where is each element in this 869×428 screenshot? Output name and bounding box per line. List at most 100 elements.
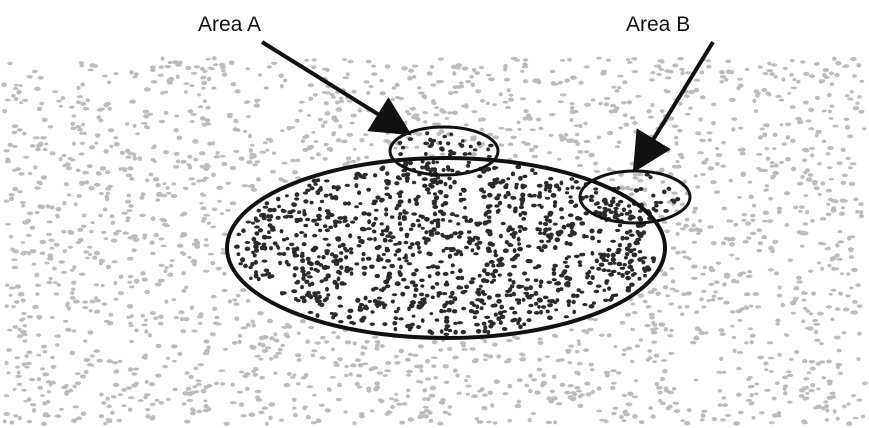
background-dot [531,412,536,415]
background-dot [676,222,682,225]
background-dot [423,111,429,114]
background-dot [216,151,220,154]
background-dot [564,391,571,395]
particle-dot [496,258,502,262]
background-dot [141,324,148,327]
background-dot [385,361,391,365]
particle-dot [395,281,401,286]
background-dot [205,106,211,110]
background-dot [445,117,449,120]
background-dot [672,165,678,169]
background-dot [268,402,275,406]
particle-dot [654,201,659,205]
background-dot [232,341,238,345]
background-dot [246,160,252,164]
background-dot [807,326,814,330]
particle-dot [303,224,308,228]
background-dot [265,422,269,426]
background-dot [334,363,340,367]
particle-dot [272,208,277,212]
background-dot [125,149,130,153]
background-dot [191,329,197,332]
background-dot [12,266,19,270]
background-dot [127,316,131,319]
background-dot [149,240,154,245]
particle-dot [567,255,571,258]
background-dot [268,416,272,421]
background-dot [701,410,707,413]
background-dot [166,357,170,360]
background-dot [38,76,44,80]
particle-dot [457,235,462,239]
particle-dot [441,203,445,207]
background-dot [6,348,12,352]
background-dot [627,100,633,104]
particle-dot [464,285,469,289]
background-dot [831,395,837,399]
background-dot [196,383,202,386]
background-dot [246,299,251,303]
background-dot [68,246,73,249]
background-dot [320,336,325,340]
particle-dot [602,268,607,272]
background-dot [344,374,349,377]
background-dot [76,86,80,90]
particle-dot [261,274,266,277]
background-dot [620,321,626,325]
background-dot [268,138,273,142]
background-dot [574,124,581,127]
background-dot [200,76,207,80]
background-dot [806,177,812,182]
background-dot [132,248,137,252]
background-dot [740,152,746,156]
background-dot [643,300,648,303]
particle-dot [435,161,439,164]
background-dot [56,283,61,287]
background-dot [675,160,679,163]
background-dot [859,80,864,83]
background-dot [604,97,611,100]
background-dot [36,333,41,336]
particle-dot [484,316,490,319]
background-dot [216,186,223,190]
background-dot [757,249,763,253]
background-dot [677,57,684,60]
background-dot [850,57,856,61]
background-dot [671,192,678,195]
background-dot [672,124,679,128]
background-dot [59,260,65,264]
particle-dot [412,315,416,318]
background-dot [190,306,195,311]
background-dot [345,340,351,344]
particle-dot [318,207,322,211]
background-dot [822,73,827,77]
background-dot [419,411,425,414]
background-dot [861,415,865,418]
background-dot [292,170,298,174]
particle-dot [433,212,437,217]
background-dot [775,319,780,323]
particle-dot [330,312,334,315]
background-dot [834,254,838,257]
particle-dot [625,247,630,252]
background-dot [118,393,123,396]
background-dot [846,272,851,275]
background-dot [27,75,33,78]
background-dot [126,174,133,178]
background-dot [825,418,830,422]
particle-dot [487,295,492,300]
particle-dot [358,174,362,178]
background-dot [306,415,311,420]
background-dot [618,75,624,78]
background-dot [827,166,833,169]
background-dot [250,153,256,157]
background-dot [714,291,718,294]
background-dot [584,382,590,386]
background-dot [723,301,729,305]
background-dot [671,246,677,250]
background-dot [439,108,444,113]
background-dot [613,110,618,113]
background-dot [15,375,21,378]
background-dot [614,345,618,348]
background-dot [821,181,826,185]
